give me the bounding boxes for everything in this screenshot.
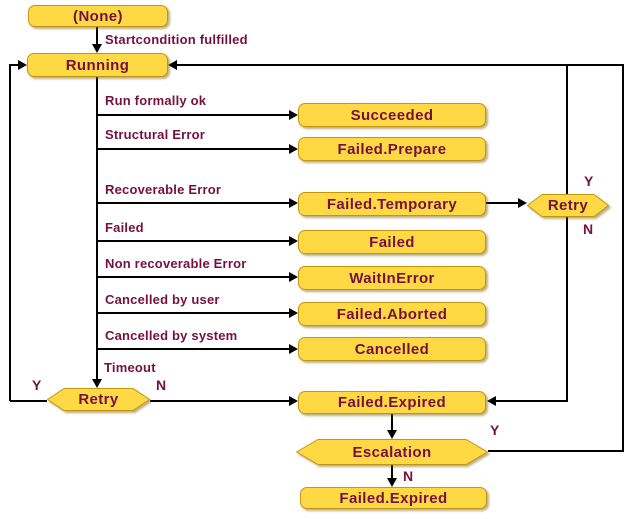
- arrowhead-into-retry-left: [92, 379, 102, 388]
- edge-running-succeeded: [97, 114, 291, 116]
- arrowhead-into-retry-right: [518, 198, 527, 208]
- decision-retry-right-label: Retry: [547, 197, 589, 214]
- arrowhead-into-failed: [289, 236, 298, 246]
- edge-retry-left-no: [150, 400, 290, 402]
- arrowhead-into-succeeded: [289, 110, 298, 120]
- decision-retry-left: Retry: [47, 388, 150, 411]
- edge-label-run-formally-ok: Run formally ok: [105, 93, 207, 108]
- edge-none-running: [96, 27, 98, 49]
- hexagon-shape: [527, 194, 609, 217]
- edge-label-structural-error: Structural Error: [105, 127, 206, 142]
- arrowhead-into-failed-expired-final: [387, 478, 397, 487]
- label-retry-left-yes: Y: [32, 377, 42, 393]
- state-failed-prepare: Failed.Prepare: [298, 137, 486, 161]
- hexagon-shape: [296, 439, 488, 465]
- edge-escalation-no: [391, 465, 393, 480]
- label-retry-right-no: N: [583, 221, 594, 237]
- state-failed: Failed: [298, 230, 486, 254]
- arrowhead-into-escalation: [387, 430, 397, 439]
- edge-running-cancelled: [97, 348, 291, 350]
- decision-retry-right: Retry: [527, 194, 609, 217]
- edge-return-to-running-top: [174, 64, 624, 66]
- edge-running-waitinerror: [97, 276, 291, 278]
- label-retry-right-yes: Y: [584, 173, 594, 189]
- edge-retry-no-left: [496, 400, 568, 402]
- edge-failed-temporary-retry: [486, 202, 520, 204]
- edge-retry-left-yes-out: [10, 400, 47, 402]
- edge-label-timeout: Timeout: [104, 360, 156, 375]
- decision-escalation-label: Escalation: [352, 443, 432, 461]
- label-retry-left-no: N: [156, 377, 167, 393]
- hexagon-shape: [47, 388, 150, 411]
- arrowhead-into-failed-aborted: [289, 308, 298, 318]
- edge-label-recoverable-error: Recoverable Error: [105, 182, 222, 197]
- state-failed-aborted: Failed.Aborted: [298, 302, 486, 326]
- edge-escalation-yes-right: [488, 450, 624, 452]
- edge-label-startcondition: Startcondition fulfilled: [105, 32, 248, 47]
- edge-label-cancelled-by-user: Cancelled by user: [105, 292, 220, 307]
- edge-running-failed: [97, 240, 291, 242]
- state-cancelled: Cancelled: [298, 337, 486, 361]
- edge-label-cancelled-by-system: Cancelled by system: [105, 328, 238, 343]
- edge-retry-left-yes-in: [10, 64, 20, 66]
- state-failed-expired-final: Failed.Expired: [300, 487, 487, 509]
- edge-running-failed-temporary: [97, 202, 291, 204]
- edge-running-spine: [96, 77, 98, 381]
- state-failed-expired: Failed.Expired: [298, 391, 486, 414]
- arrowhead-into-running-top: [92, 44, 102, 53]
- state-running: Running: [27, 53, 168, 77]
- decision-escalation: Escalation: [296, 439, 488, 465]
- edge-running-failed-aborted: [97, 312, 291, 314]
- state-none: (None): [28, 5, 168, 27]
- state-waitinerror: WaitInError: [298, 266, 486, 290]
- edge-retry-left-yes-up: [9, 64, 11, 401]
- edge-label-failed: Failed: [105, 220, 144, 235]
- arrowhead-into-running-left: [18, 60, 27, 70]
- edge-failed-expired-escalation: [391, 414, 393, 432]
- arrowhead-into-failed-temporary: [289, 198, 298, 208]
- arrowhead-into-failed-prepare: [289, 144, 298, 154]
- state-failed-temporary: Failed.Temporary: [298, 192, 486, 216]
- decision-retry-left-label: Retry: [78, 391, 119, 408]
- edge-retry-yes-up: [566, 65, 568, 195]
- edge-running-failed-prepare: [97, 148, 291, 150]
- edge-retry-no-down: [566, 217, 568, 401]
- arrowhead-into-waitinerror: [289, 272, 298, 282]
- arrowhead-into-running-right: [168, 60, 177, 70]
- edge-escalation-yes-up: [622, 65, 624, 452]
- arrowhead-into-failed-expired-left: [289, 396, 298, 406]
- state-succeeded: Succeeded: [298, 103, 486, 127]
- arrowhead-into-failed-expired-right: [487, 396, 496, 406]
- edge-label-non-recoverable-error: Non recoverable Error: [105, 256, 247, 271]
- label-escalation-no: N: [403, 468, 414, 484]
- label-escalation-yes: Y: [490, 422, 500, 438]
- arrowhead-into-cancelled: [289, 344, 298, 354]
